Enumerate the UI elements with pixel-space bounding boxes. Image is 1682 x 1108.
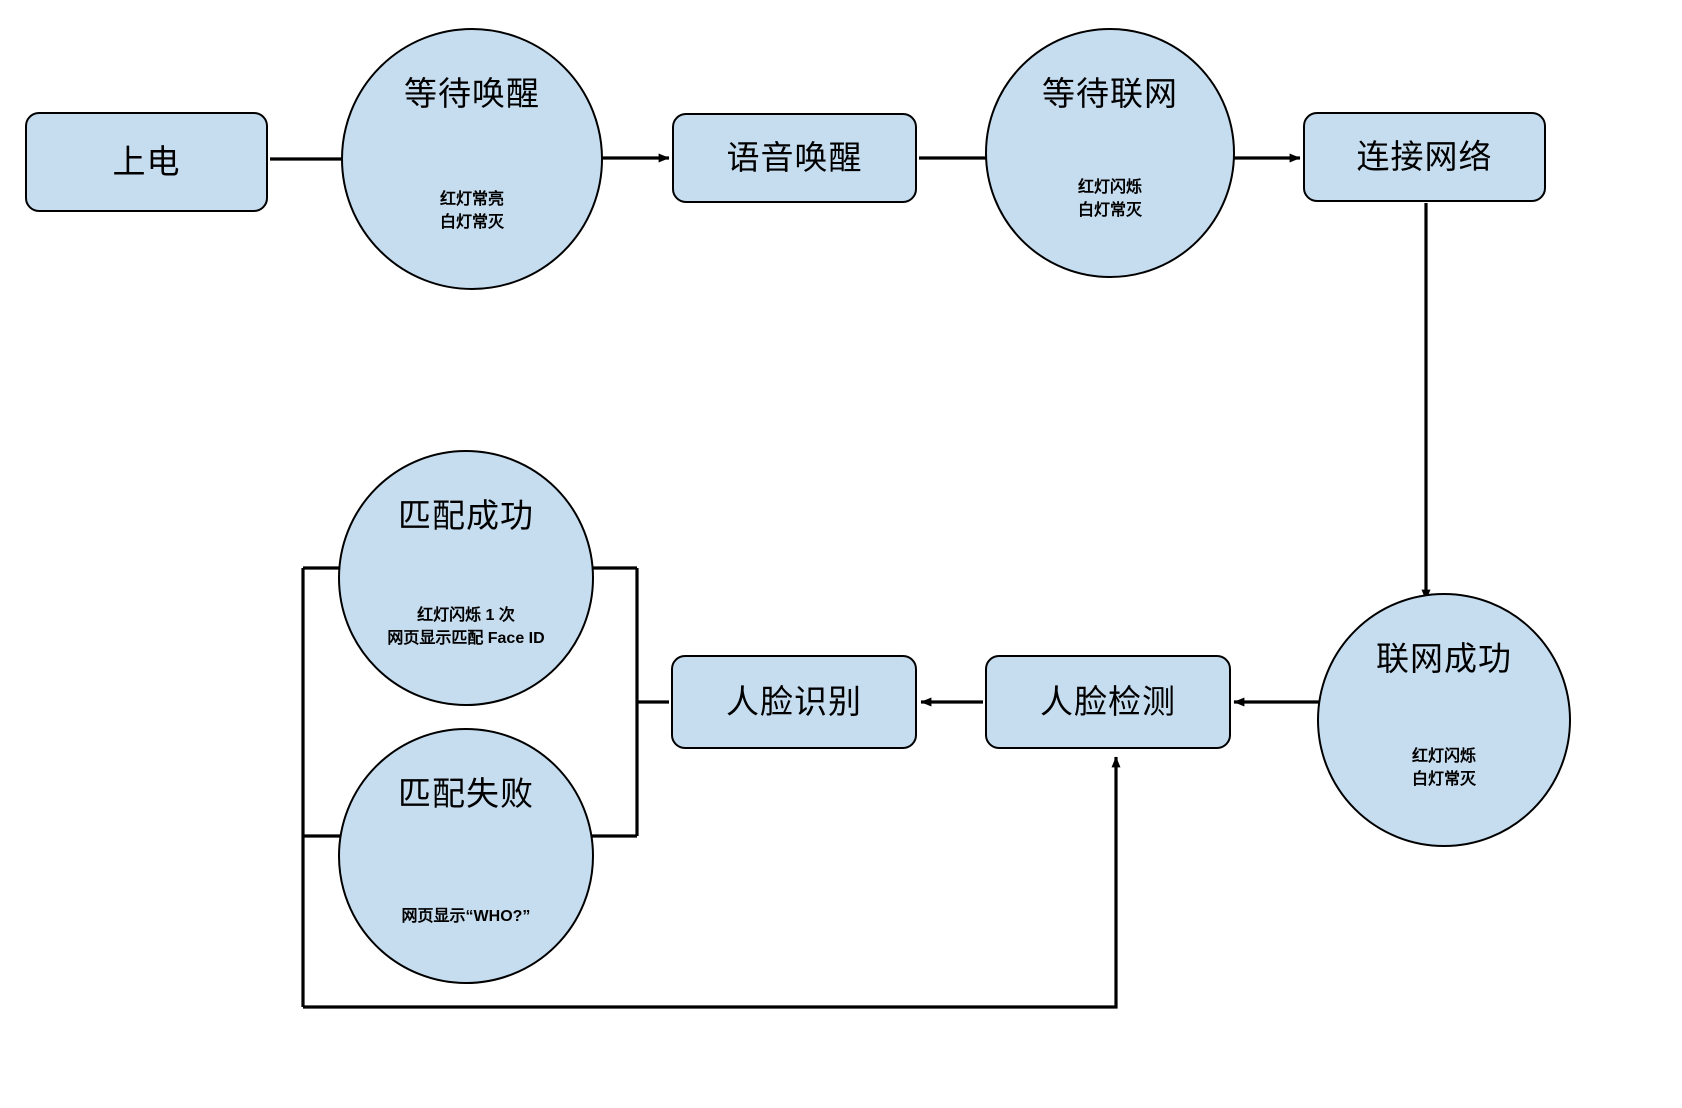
node-await-wake[interactable]: 等待唤醒 红灯常亮 白灯常灭 [341, 28, 603, 290]
node-network-ok-sublabel: 红灯闪烁 白灯常灭 [1411, 747, 1476, 788]
node-await-wake-sublabel: 红灯常亮 白灯常灭 [439, 190, 504, 231]
node-await-network-sublabel: 红灯闪烁 白灯常灭 [1077, 178, 1142, 219]
node-match-fail-label: 匹配失败 [398, 775, 534, 812]
node-face-detect-label: 人脸检测 [1040, 682, 1176, 720]
node-match-fail[interactable]: 匹配失败 网页显示“WHO?” [338, 728, 594, 984]
node-await-network[interactable]: 等待联网 红灯闪烁 白灯常灭 [985, 28, 1235, 278]
node-power-on[interactable]: 上电 [25, 112, 268, 212]
node-connect-network-label: 连接网络 [1356, 137, 1493, 175]
node-face-detect[interactable]: 人脸检测 [985, 655, 1231, 749]
node-match-success[interactable]: 匹配成功 红灯闪烁 1 次 网页显示匹配 Face ID [338, 450, 594, 706]
node-match-success-label: 匹配成功 [398, 497, 534, 534]
node-face-recognize[interactable]: 人脸识别 [671, 655, 917, 749]
node-network-ok-label: 联网成功 [1376, 640, 1512, 677]
node-face-recognize-label: 人脸识别 [726, 682, 862, 720]
node-await-wake-label: 等待唤醒 [404, 75, 540, 112]
node-network-ok[interactable]: 联网成功 红灯闪烁 白灯常灭 [1317, 593, 1571, 847]
node-match-success-sublabel: 红灯闪烁 1 次 网页显示匹配 Face ID [387, 606, 545, 647]
node-connect-network[interactable]: 连接网络 [1303, 112, 1546, 202]
node-voice-wake-label: 语音唤醒 [726, 138, 863, 176]
node-power-on-label: 上电 [112, 142, 181, 180]
node-match-fail-sublabel: 网页显示“WHO?” [401, 907, 531, 925]
node-await-network-label: 等待联网 [1042, 75, 1178, 112]
node-voice-wake[interactable]: 语音唤醒 [672, 113, 917, 203]
